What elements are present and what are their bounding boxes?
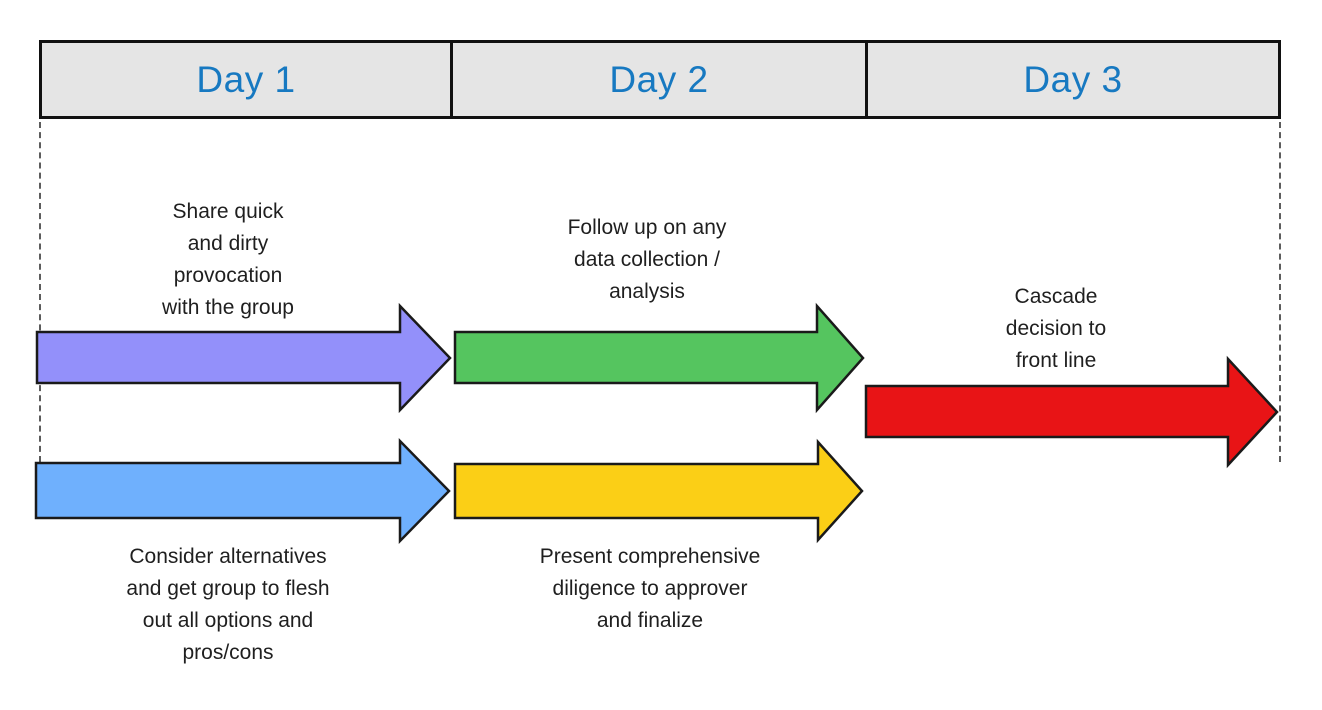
note-consider-alternatives: Consider alternatives and get group to f… <box>126 545 330 664</box>
arrow-present-diligence <box>453 438 864 544</box>
arrow-follow-up-data <box>453 302 865 414</box>
note-cascade-decision: Cascade decision to front line <box>1005 285 1107 372</box>
day-3-header-cell: Day 3 <box>865 43 1278 116</box>
left-dashed-guide-line <box>39 122 41 462</box>
day-1-header-cell: Day 1 <box>42 43 450 116</box>
note-follow-up-data: Follow up on any data collection / analy… <box>567 216 727 303</box>
day-header-band: Day 1 Day 2 Day 3 <box>39 40 1281 119</box>
right-dashed-guide-line <box>1279 122 1281 462</box>
day-2-label: Day 2 <box>609 58 709 100</box>
arrow-share-provocation <box>35 302 452 414</box>
day-1-label: Day 1 <box>196 58 296 100</box>
day-3-label: Day 3 <box>1023 58 1123 100</box>
day-2-header-cell: Day 2 <box>450 43 865 116</box>
arrow-cascade-decision <box>864 355 1279 469</box>
note-present-diligence: Present comprehensive diligence to appro… <box>539 545 761 632</box>
arrow-consider-alternatives <box>34 437 451 545</box>
note-share-provocation: Share quick and dirty provocation with t… <box>162 200 294 319</box>
